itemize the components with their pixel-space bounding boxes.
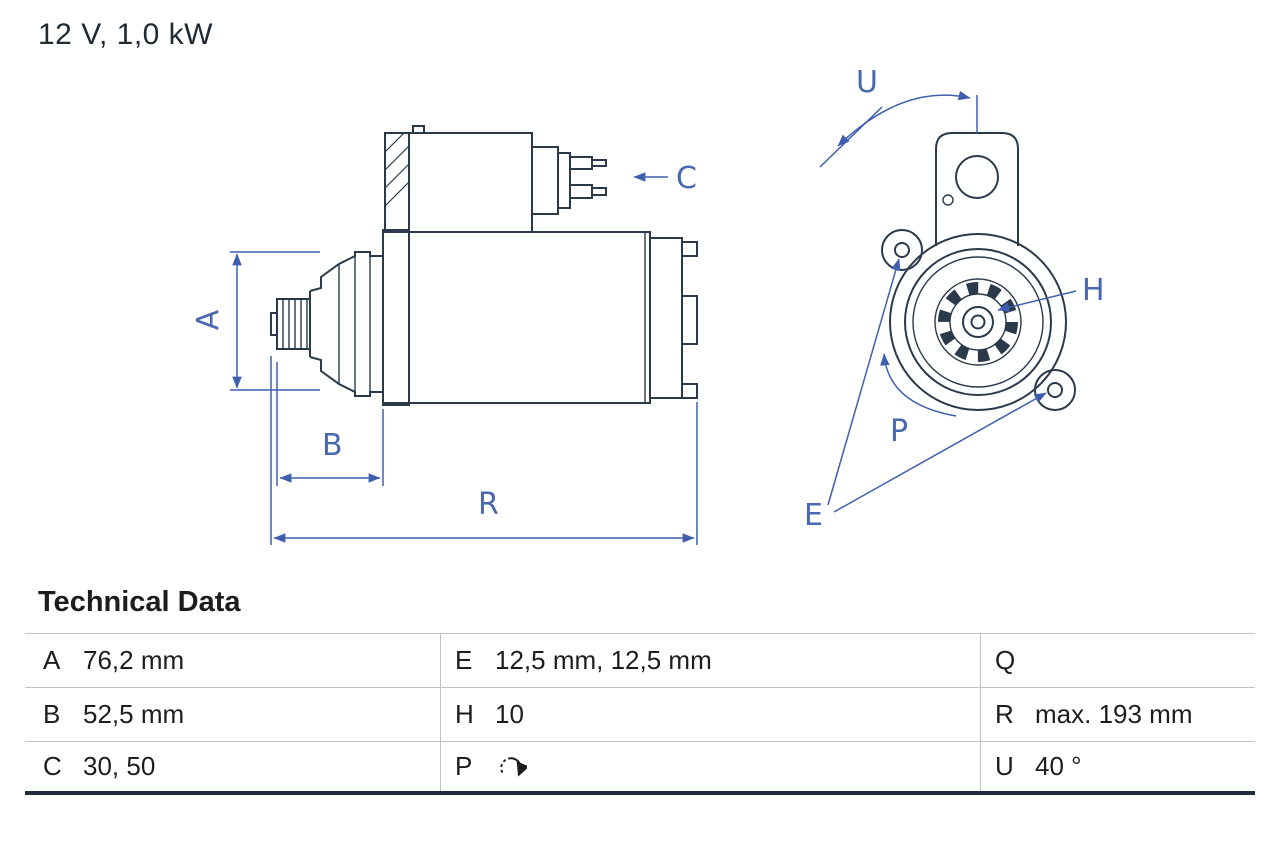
bracket-hole bbox=[955, 155, 999, 199]
bracket-small-hole bbox=[942, 194, 954, 206]
param-key: Q bbox=[995, 645, 1016, 675]
param-key: U bbox=[995, 751, 1014, 781]
param-key: E bbox=[455, 645, 473, 675]
dimension-b bbox=[276, 362, 384, 486]
mounting-ear-top-left bbox=[881, 229, 923, 271]
param-key: P bbox=[455, 751, 473, 781]
dimension-label-u: U bbox=[856, 65, 878, 100]
drive-end-housing bbox=[309, 251, 383, 397]
table-cell-h: H 10 bbox=[440, 688, 980, 741]
terminal-30 bbox=[569, 156, 593, 170]
table-cell-e: E 12,5 mm, 12,5 mm bbox=[440, 634, 980, 687]
dimension-label-p: P bbox=[890, 414, 908, 449]
table-cell-u: U 40 ° bbox=[980, 742, 1255, 791]
param-value: max. 193 mm bbox=[1035, 699, 1193, 729]
dimension-p bbox=[880, 353, 957, 417]
param-key: B bbox=[43, 699, 61, 729]
dimension-label-e: E bbox=[804, 498, 823, 533]
pinion-gear bbox=[270, 298, 311, 350]
dimension-label-r: R bbox=[478, 487, 499, 522]
mounting-flange bbox=[382, 132, 410, 406]
top-bracket bbox=[935, 132, 1019, 246]
technical-data-table: A 76,2 mm E 12,5 mm, 12,5 mm Q B 52,5 mm… bbox=[25, 633, 1255, 795]
table-cell-b: B 52,5 mm bbox=[25, 688, 440, 741]
param-value: 10 bbox=[495, 699, 524, 729]
table-cell-q: Q bbox=[980, 634, 1255, 687]
side-view bbox=[270, 125, 698, 406]
param-value: 30, 50 bbox=[83, 751, 156, 781]
rotation-direction-icon bbox=[500, 756, 527, 777]
dimension-label-a: A bbox=[191, 309, 226, 330]
param-value: 76,2 mm bbox=[83, 645, 185, 675]
dimension-label-c: C bbox=[676, 161, 697, 196]
table-row: A 76,2 mm E 12,5 mm, 12,5 mm Q bbox=[25, 633, 1255, 687]
table-row: B 52,5 mm H 10 R max. 193 mm bbox=[25, 687, 1255, 741]
param-key: H bbox=[455, 699, 474, 729]
param-value: 40 ° bbox=[1035, 751, 1082, 781]
table-cell-r: R max. 193 mm bbox=[980, 688, 1255, 741]
starter-motor-technical-drawing: A B C R U H P E bbox=[191, 65, 1105, 545]
dimension-label-b: B bbox=[322, 428, 343, 463]
housing-circles bbox=[904, 248, 1052, 396]
dimension-u bbox=[819, 90, 978, 168]
param-key: A bbox=[43, 645, 61, 675]
hatch-lines bbox=[384, 132, 410, 207]
front-view bbox=[881, 132, 1076, 411]
dimension-r bbox=[270, 356, 698, 545]
param-value-icon bbox=[495, 750, 980, 784]
param-key: R bbox=[995, 699, 1014, 729]
terminal-50 bbox=[569, 184, 593, 199]
table-row: C 30, 50 P U 40 ° bbox=[25, 741, 1255, 795]
dimension-e bbox=[827, 258, 1047, 513]
dimension-labels: A B C R U H P E bbox=[191, 65, 1105, 533]
page-title: 12 V, 1,0 kW bbox=[38, 18, 213, 51]
table-cell-c: C 30, 50 bbox=[25, 742, 440, 791]
motor-body bbox=[382, 231, 698, 404]
dimension-a bbox=[230, 251, 320, 391]
flange-plate bbox=[881, 229, 1076, 411]
mounting-ear-bottom-right bbox=[1034, 369, 1076, 411]
param-value: 12,5 mm, 12,5 mm bbox=[495, 645, 712, 675]
gear-teeth bbox=[938, 282, 1018, 362]
dimensions bbox=[230, 90, 1077, 545]
mounting-hole-top-left bbox=[894, 242, 910, 258]
technical-data-heading: Technical Data bbox=[38, 586, 241, 618]
param-key: C bbox=[43, 751, 62, 781]
table-cell-p: P bbox=[440, 742, 980, 791]
mounting-hole-bottom-right bbox=[1047, 382, 1063, 398]
pinion-front bbox=[938, 282, 1018, 362]
dimension-label-h: H bbox=[1082, 273, 1105, 308]
solenoid bbox=[408, 125, 607, 233]
param-value: 52,5 mm bbox=[83, 699, 185, 729]
dimension-h bbox=[997, 290, 1077, 312]
table-cell-a: A 76,2 mm bbox=[25, 634, 440, 687]
